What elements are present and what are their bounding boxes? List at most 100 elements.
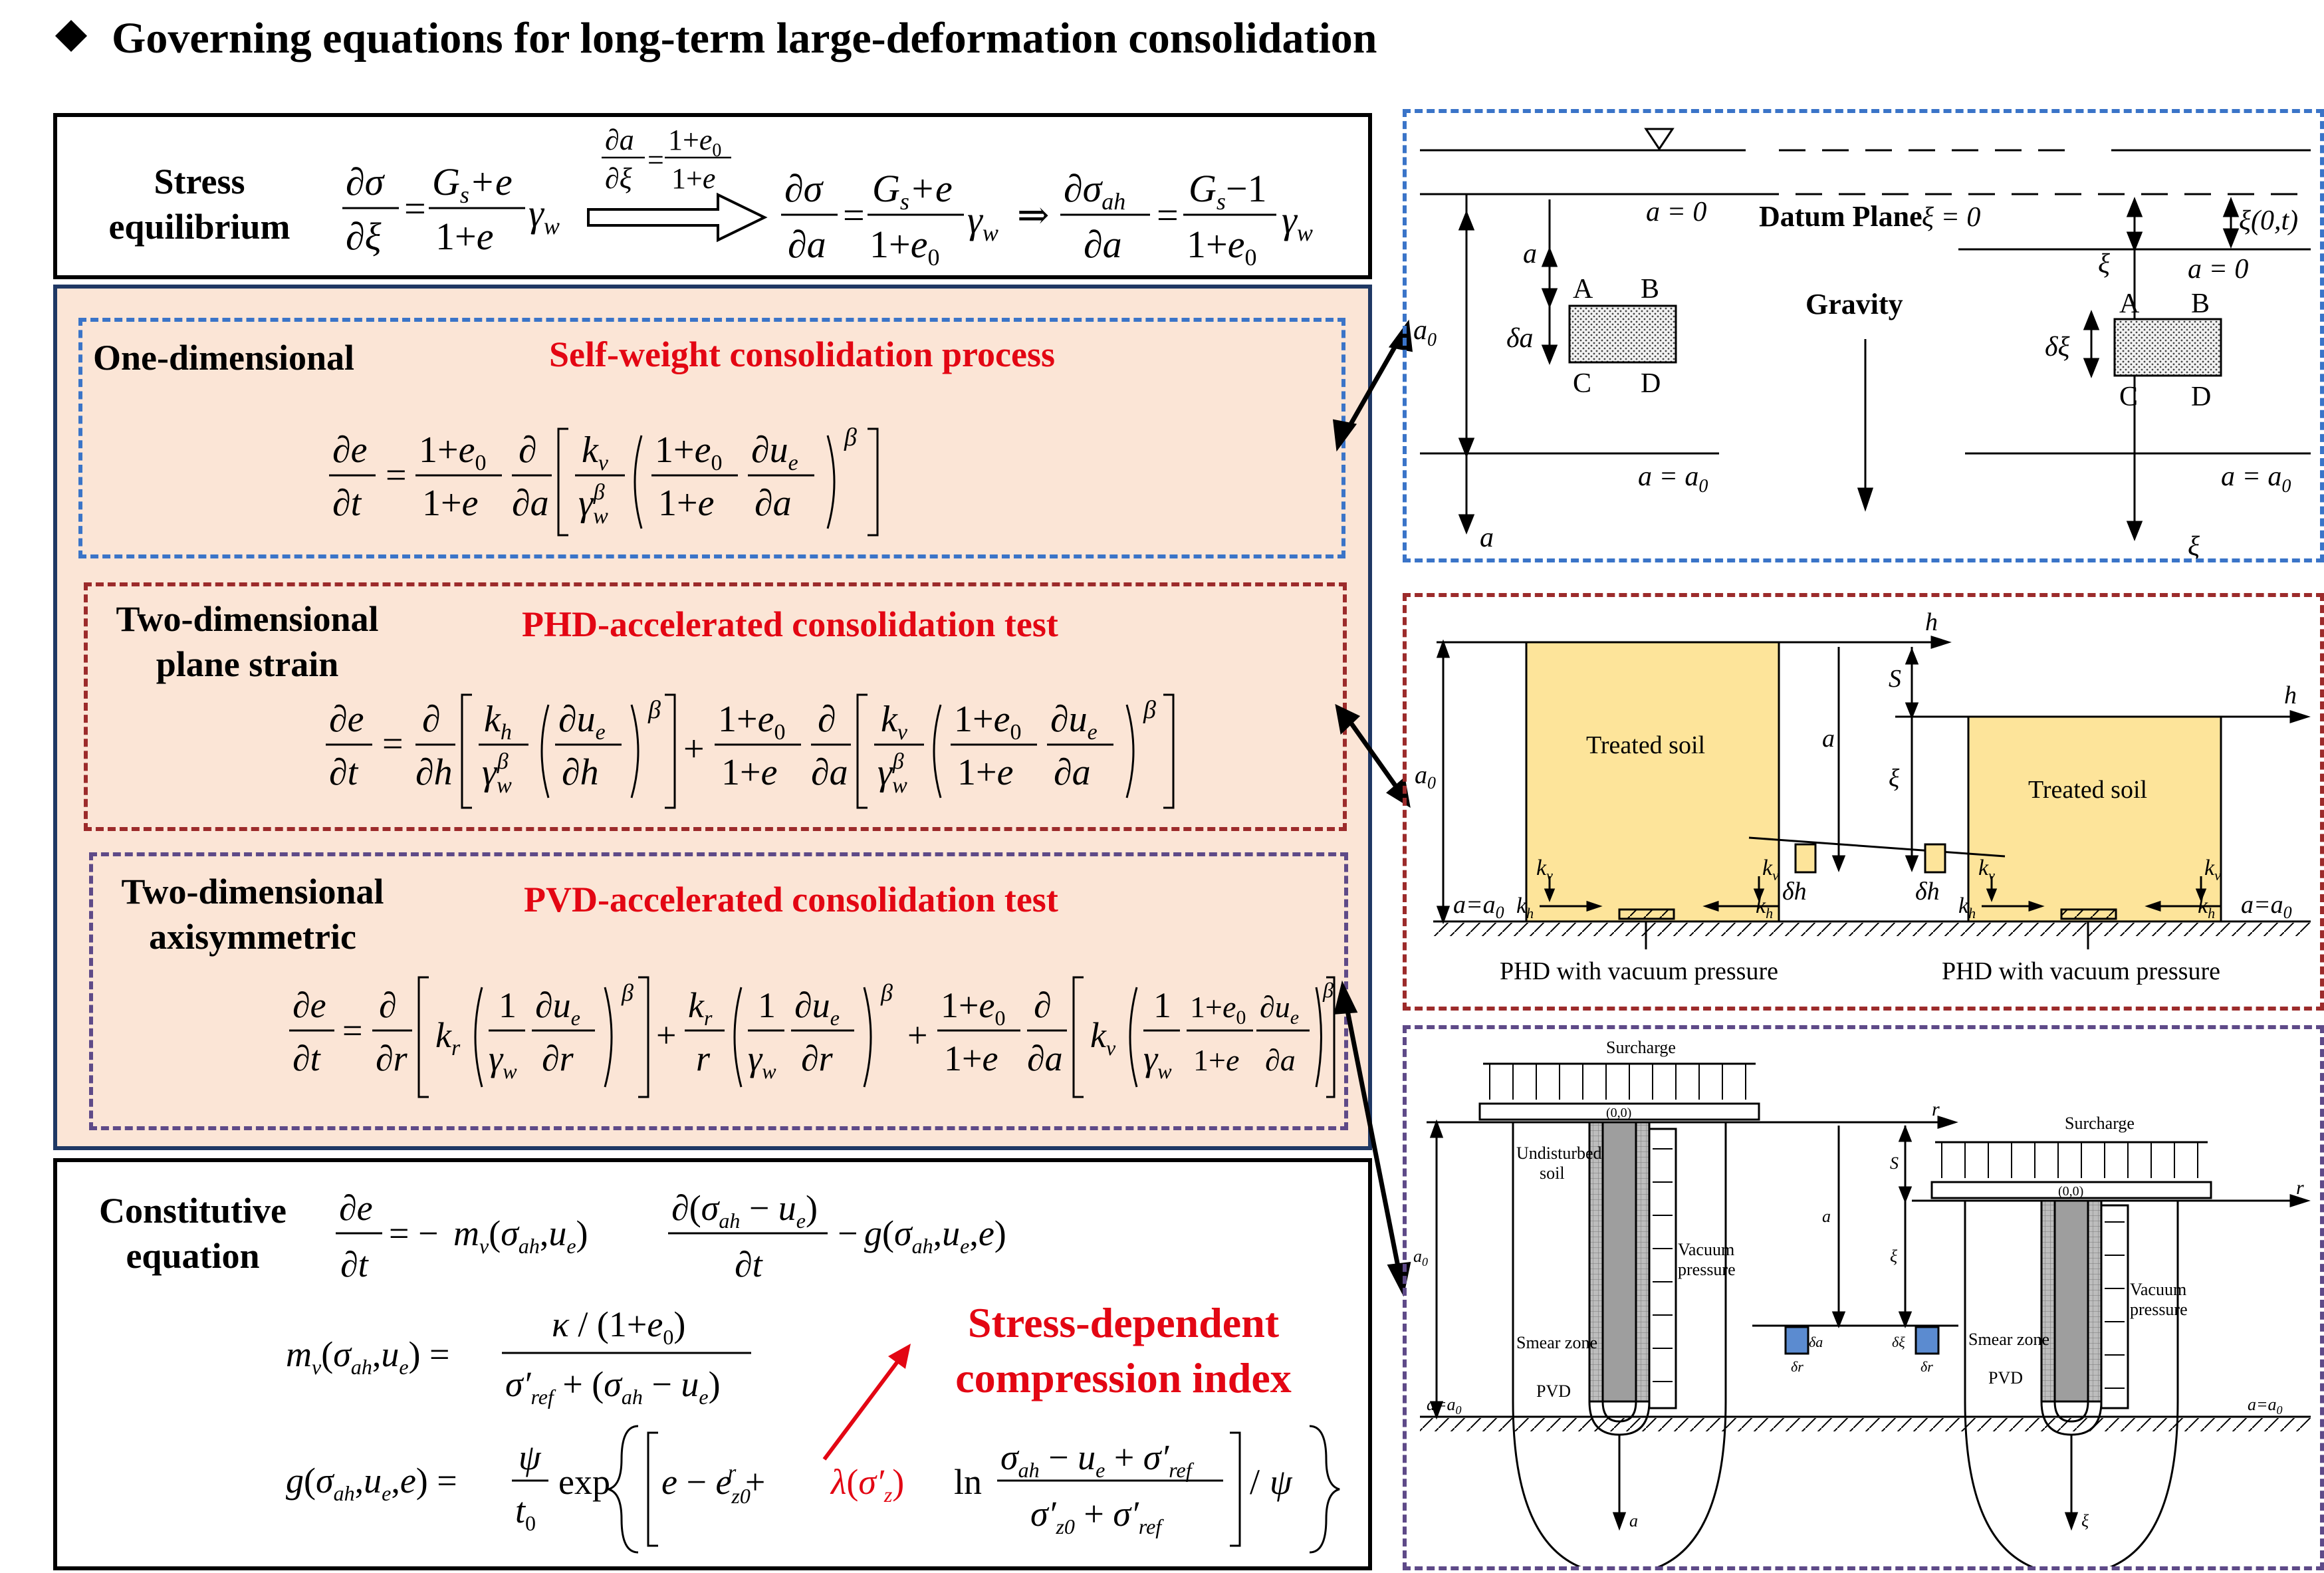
svg-text:a: a	[1629, 1511, 1638, 1530]
svg-text:1+e0: 1+e0	[419, 429, 486, 475]
svg-text:δξ: δξ	[2045, 332, 2070, 362]
svg-text:1+e0: 1+e0	[1187, 223, 1256, 271]
svg-text:+: +	[907, 1015, 927, 1055]
svg-text:a0: a0	[1413, 315, 1437, 350]
svg-text:σ′z0 + σ′ref: σ′z0 + σ′ref	[1030, 1494, 1164, 1538]
svg-text:⇒: ⇒	[1017, 193, 1050, 237]
corner-b: B	[2191, 289, 2210, 319]
compression-index-note: Stress-dependent compression index	[955, 1299, 1292, 1402]
svg-text:=: =	[382, 723, 404, 765]
svg-text:a0: a0	[1413, 1247, 1428, 1269]
svg-text:/: /	[1250, 1462, 1260, 1502]
corner-a: A	[2119, 289, 2140, 319]
svg-text:1: 1	[499, 985, 517, 1025]
diamond-bullet-icon	[55, 19, 88, 53]
corner-c0: C	[1573, 368, 1591, 399]
svg-text:∂σ: ∂σ	[346, 160, 386, 203]
svg-text:1+e0: 1+e0	[1190, 990, 1246, 1028]
svg-text:∂σah: ∂σah	[1064, 167, 1125, 215]
a-equals-a0-right: a = a	[2221, 461, 2281, 492]
phd-left-label: PHD with vacuum pressure	[1500, 957, 1778, 985]
svg-text:∂t: ∂t	[332, 483, 362, 524]
svg-text:1+e: 1+e	[721, 752, 777, 793]
svg-text:1+e0: 1+e0	[718, 699, 785, 745]
svg-text:γw: γw	[489, 1038, 517, 1083]
svg-text:+: +	[656, 1015, 676, 1055]
svg-text:a: a	[1523, 239, 1537, 269]
governing-equations-panel	[53, 285, 1372, 1150]
svg-text:Gs+e: Gs+e	[872, 167, 953, 215]
svg-text:∂ue: ∂ue	[558, 699, 606, 745]
corner-a0: A	[1573, 274, 1593, 304]
svg-text:∂r: ∂r	[376, 1038, 408, 1078]
svg-text:δa: δa	[1809, 1334, 1823, 1350]
svg-text:∂e: ∂e	[339, 1188, 373, 1228]
a-equals-a0-right: a=a	[2248, 1395, 2277, 1414]
svg-text:γw: γw	[528, 191, 560, 239]
svg-text:a = a0: a = a0	[1638, 461, 1708, 497]
svg-text:=: =	[1157, 193, 1179, 237]
svg-text:kv: kv	[1090, 1015, 1116, 1060]
svg-text:∂a: ∂a	[811, 752, 848, 793]
svg-text:∂: ∂	[519, 429, 537, 471]
svg-text:δξ: δξ	[1892, 1334, 1905, 1350]
svg-text:=: =	[647, 144, 664, 176]
svg-text:∂: ∂	[1034, 985, 1052, 1025]
svg-text:mv(σah,ue) =: mv(σah,ue) =	[286, 1334, 449, 1379]
svg-text:kh: kh	[484, 699, 512, 745]
pvd-diagram: Surcharge Surcharge (0,0) (0,0) Undistur…	[1413, 1038, 2311, 1566]
origin-left-label: (0,0)	[1606, 1106, 1631, 1120]
treated-soil-left-label: Treated soil	[1586, 731, 1705, 759]
svg-text:ξ: ξ	[2098, 249, 2110, 279]
svg-text:δh: δh	[1782, 878, 1807, 906]
svg-text:1+e: 1+e	[1193, 1043, 1239, 1077]
svg-text:∂a: ∂a	[1084, 223, 1122, 266]
a-zero-label: a = 0	[1646, 197, 1706, 227]
svg-text:S: S	[1890, 1153, 1899, 1173]
svg-text:kv: kv	[1762, 856, 1779, 884]
corner-d0: D	[1641, 368, 1661, 399]
svg-text:a0: a0	[1415, 761, 1436, 792]
svg-text:δr: δr	[1920, 1358, 1933, 1375]
constitutive-label: Constitutive equation	[99, 1191, 287, 1276]
a-equals-a0-left: a=a	[1427, 1395, 1456, 1414]
svg-text:Gs+e: Gs+e	[432, 160, 513, 208]
corner-b0: B	[1641, 274, 1659, 304]
svg-text:r: r	[696, 1038, 711, 1078]
svg-text:a=a0: a=a0	[2241, 891, 2292, 922]
svg-text:a = 0: a = 0	[2188, 254, 2248, 285]
svg-text:r: r	[2296, 1177, 2304, 1199]
svg-text:δr: δr	[1791, 1358, 1803, 1375]
svg-text:ξ: ξ	[1890, 1247, 1898, 1266]
svg-text:∂ξ: ∂ξ	[605, 162, 632, 195]
svg-text:1+e: 1+e	[671, 162, 715, 195]
self-weight-diagram: a = 0 Datum Plane ξ = 0 ξ(0,t) Gravity a…	[1413, 128, 2311, 558]
svg-text:∂t: ∂t	[735, 1245, 764, 1284]
self-weight-diagram-panel	[1403, 109, 2324, 562]
svg-text:γw: γw	[1143, 1038, 1172, 1083]
self-weight-process-label: Self-weight consolidation process	[549, 334, 1056, 374]
svg-text:∂ue: ∂ue	[1260, 990, 1299, 1028]
phd-right-label: PHD with vacuum pressure	[1942, 957, 2220, 985]
svg-text:1+e: 1+e	[658, 483, 714, 524]
xi-t-label: ξ(0,t)	[2239, 205, 2298, 236]
pvd-test-label: PVD-accelerated consolidation test	[524, 880, 1058, 919]
svg-text:=: =	[843, 193, 865, 237]
svg-text:∂(σah − ue): ∂(σah − ue)	[671, 1188, 818, 1233]
svg-text:∂t: ∂t	[329, 752, 359, 793]
svg-text:δh: δh	[1915, 878, 1940, 906]
vacuum-pressure-left-label: Vacuum	[1678, 1240, 1734, 1259]
svg-text:β: β	[1143, 696, 1156, 724]
svg-text:∂a: ∂a	[1265, 1043, 1296, 1077]
svg-text:a: a	[1822, 725, 1835, 753]
corner-d: D	[2191, 382, 2211, 412]
svg-text:g(σah,ue,e): g(σah,ue,e)	[864, 1213, 1006, 1258]
svg-text:∂: ∂	[818, 699, 836, 740]
page-title: Governing equations for long-term large-…	[55, 13, 1377, 64]
svg-text:= −: = −	[389, 1213, 438, 1253]
svg-text:∂ue: ∂ue	[1050, 699, 1098, 745]
svg-text:t0: t0	[515, 1491, 536, 1535]
svg-text:ξ: ξ	[2188, 531, 2200, 558]
svg-text:γw: γw	[748, 1038, 776, 1083]
svg-text:1+e0: 1+e0	[655, 429, 722, 475]
